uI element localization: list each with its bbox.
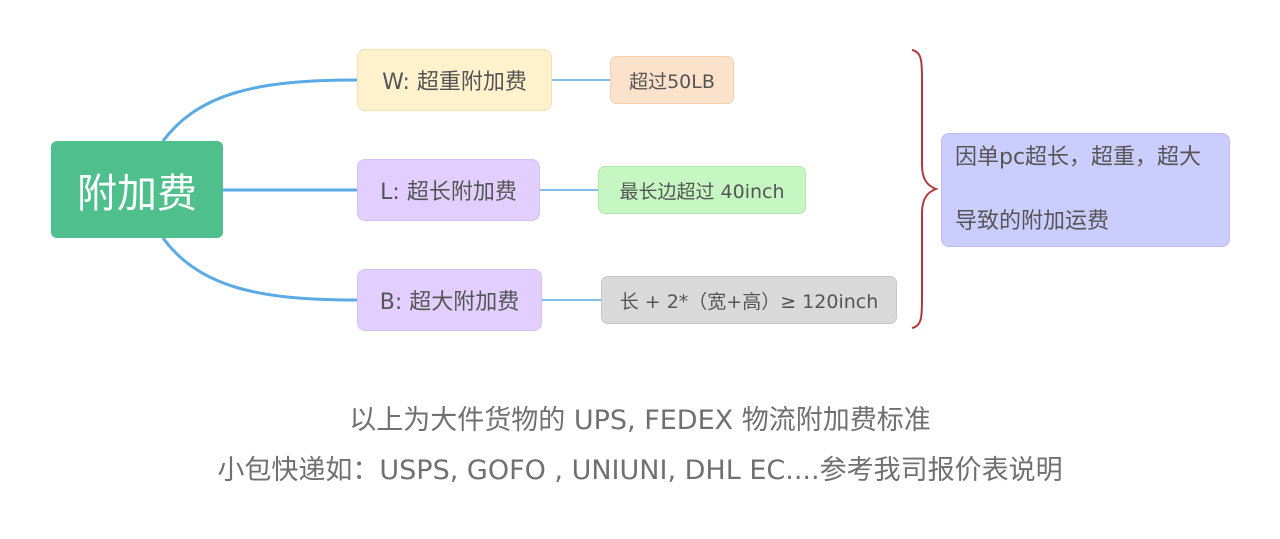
leaf-node-overweight-rule: 超过50LB (610, 56, 734, 104)
summary-line-2: 导致的附加运费 (955, 209, 1110, 234)
leaf-node-overlength-rule: 最长边超过 40inch (598, 166, 806, 214)
leaf-node-label: 超过50LB (629, 70, 715, 93)
connector-root-b (161, 237, 358, 302)
summary-line-1: 因单pc超长，超重，超大 (955, 145, 1202, 170)
branch-node-label: L: 超长附加费 (380, 180, 517, 205)
branch-node-overlength: L: 超长附加费 (357, 159, 540, 221)
curly-brace (911, 49, 939, 329)
caption-line-1: 以上为大件货物的 UPS, FEDEX 物流附加费标准 (349, 405, 931, 436)
branch-node-label: W: 超重附加费 (382, 70, 527, 95)
leaf-node-label: 长 + 2*（宽+高）≥ 120inch (619, 290, 879, 313)
root-node-label: 附加费 (77, 170, 197, 217)
branch-node-label: B: 超大附加费 (379, 290, 520, 315)
branch-node-oversize: B: 超大附加费 (357, 269, 542, 331)
root-node-surcharge: 附加费 (51, 141, 223, 238)
branch-node-overweight: W: 超重附加费 (357, 49, 552, 111)
connector-root-w (161, 78, 358, 142)
leaf-node-oversize-rule: 长 + 2*（宽+高）≥ 120inch (601, 276, 897, 324)
leaf-node-label: 最长边超过 40inch (619, 180, 785, 203)
summary-node: 因单pc超长，超重，超大 导致的附加运费 (941, 133, 1230, 247)
caption-line-2: 小包快递如：USPS, GOFO , UNIUNI, DHL EC....参考我… (217, 455, 1063, 486)
